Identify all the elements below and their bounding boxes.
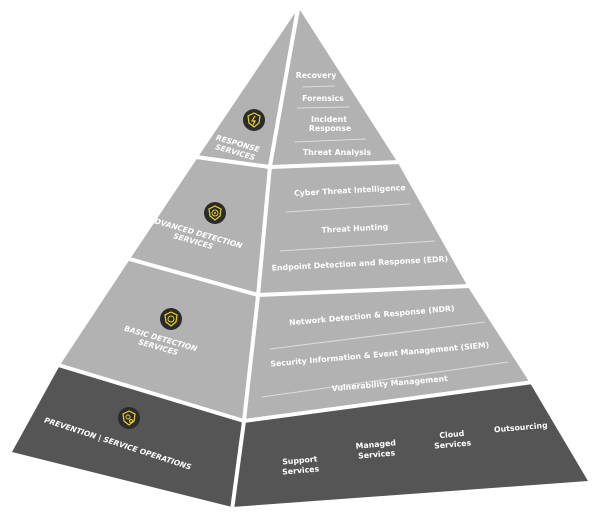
tier-dividers — [54, 7, 534, 511]
shield-lightning-icon — [243, 109, 265, 131]
item-support-services: Support — [282, 454, 318, 466]
tier-response-right — [270, 10, 398, 168]
item-recovery: Recovery — [296, 71, 337, 80]
item-managed-services-2: Services — [358, 448, 396, 460]
item-incident-response-2: Response — [309, 124, 351, 133]
shield-gears-icon — [118, 407, 140, 429]
shield-target-icon — [204, 202, 226, 224]
item-cloud-services: Cloud — [439, 429, 465, 440]
item-managed-services: Managed — [355, 438, 396, 450]
item-support-services-2: Services — [282, 464, 320, 476]
tier-prevention-left — [12, 365, 244, 507]
tier-prevention-right — [232, 383, 588, 507]
tier-basic-right — [244, 287, 530, 420]
tier-advanced-right — [258, 163, 468, 295]
tier-response-left — [198, 10, 297, 165]
item-forensics: Forensics — [302, 94, 344, 103]
item-threat-analysis: Threat Analysis — [303, 148, 372, 157]
item-cloud-services-2: Services — [434, 438, 472, 450]
item-separators — [261, 85, 509, 398]
tier-advanced-left — [130, 157, 270, 295]
shield-search-icon — [160, 308, 182, 330]
item-threat-hunting: Threat Hunting — [321, 222, 388, 234]
item-incident-response: Incident — [311, 115, 347, 124]
